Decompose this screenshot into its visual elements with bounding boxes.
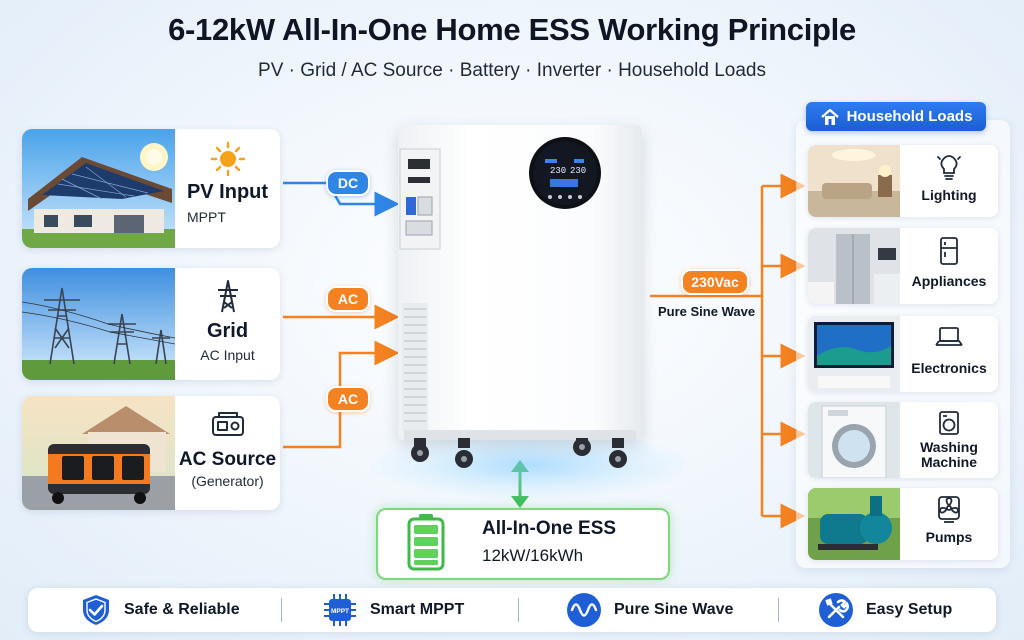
ac-label-generator: AC: [326, 386, 370, 412]
lighting-photo: [808, 145, 900, 217]
appliances-label: Appliances: [911, 273, 987, 289]
refrigerator-icon: [900, 236, 998, 266]
ac-label-grid: AC: [326, 286, 370, 312]
feature-setup-label: Easy Setup: [866, 601, 953, 618]
washing-machine-photo: [808, 402, 900, 478]
display-v2: 230: [570, 166, 586, 176]
generator-photo: [22, 396, 175, 510]
chip-icon: MPPT: [324, 594, 356, 626]
grid-card: Grid AC Input: [22, 268, 280, 380]
sine-wave-icon: [567, 593, 601, 627]
tools-icon: [819, 593, 853, 627]
ess-spec: 12kW/16kWh: [482, 546, 584, 565]
feature-sine-label: Pure Sine Wave: [614, 601, 734, 618]
grid-towers-photo: [22, 268, 175, 380]
page-subtitle: PV · Grid / AC Source · Battery · Invert…: [258, 60, 766, 81]
pure-sine-wave-label: Pure Sine Wave: [658, 304, 756, 319]
ess-title: All-In-One ESS: [482, 518, 617, 539]
display-v1: 230: [550, 166, 566, 176]
feature-divider-2: [518, 598, 519, 622]
appliances-photo: [808, 228, 900, 304]
pv-input-title: PV Input: [186, 181, 269, 203]
feature-safe: Safe & Reliable: [80, 588, 240, 632]
feature-safe-label: Safe & Reliable: [124, 601, 240, 618]
pumps-label: Pumps: [925, 529, 973, 545]
load-washing-machine: Washing Machine: [808, 402, 998, 478]
load-electronics: Electronics: [808, 316, 998, 392]
load-appliances: Appliances: [808, 228, 998, 304]
grid-title: Grid: [206, 320, 249, 342]
page-title: 6-12kW All-In-One Home ESS Working Princ…: [168, 12, 856, 47]
washing-label-line1: Washing: [920, 439, 978, 455]
pv-input-sub: MPPT: [187, 209, 226, 225]
load-pumps: Pumps: [808, 488, 998, 560]
chip-text: MPPT: [331, 608, 349, 615]
laptop-icon: [900, 324, 998, 350]
feature-mppt: MPPT Smart MPPT: [322, 588, 464, 632]
load-lighting: Lighting: [808, 145, 998, 217]
ac-source-sub: (Generator): [191, 473, 264, 489]
lightbulb-icon: [900, 153, 998, 181]
fan-icon: [900, 496, 998, 524]
household-loads-title: Household Loads: [846, 108, 973, 125]
shield-check-icon: [83, 595, 109, 625]
feature-divider-1: [281, 598, 282, 622]
grid-sub: AC Input: [200, 347, 255, 363]
feature-mppt-label: Smart MPPT: [370, 601, 465, 618]
ac-source-title: AC Source: [178, 449, 277, 470]
feature-sine: Pure Sine Wave: [566, 588, 733, 632]
electronics-photo: [808, 316, 900, 392]
dc-label: DC: [326, 170, 370, 196]
pv-house-photo: [22, 129, 175, 248]
electronics-label: Electronics: [911, 360, 987, 376]
pump-photo: [808, 488, 900, 560]
ac-source-card: AC Source (Generator): [22, 396, 280, 510]
household-loads-header: Household Loads: [806, 102, 986, 131]
sun-icon: [175, 141, 280, 177]
output-voltage-label: 230Vac: [681, 269, 749, 295]
battery-icon: [407, 514, 445, 571]
pv-input-card: PV Input MPPT: [22, 129, 280, 248]
ess-unit-details: 230 230: [399, 137, 636, 468]
generator-icon: [175, 410, 280, 440]
transmission-tower-icon: [175, 278, 280, 314]
washing-label-line2: Machine: [920, 454, 977, 470]
washing-machine-icon: [900, 410, 998, 436]
feature-divider-3: [778, 598, 779, 622]
feature-setup: Easy Setup: [818, 588, 952, 632]
house-icon: [820, 108, 839, 125]
lighting-label: Lighting: [921, 187, 977, 203]
